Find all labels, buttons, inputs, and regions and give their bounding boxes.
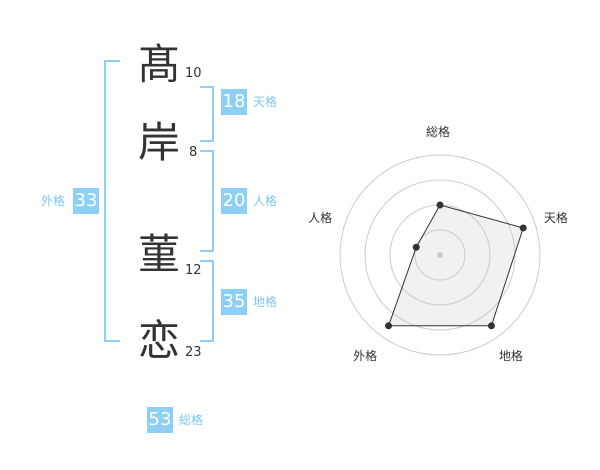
- soukaku-label: 総格: [179, 413, 204, 427]
- jinkaku-bracket: [200, 150, 214, 252]
- stroke-count-1: 10: [185, 66, 202, 81]
- name-char-3: 菫: [137, 230, 180, 279]
- tenkaku-label: 天格: [253, 95, 278, 109]
- jinkaku-label: 人格: [253, 194, 278, 208]
- radar-point-4: [385, 322, 393, 330]
- chikaku-badge: 35: [221, 289, 247, 315]
- radar-axis-label-5: 人格: [308, 210, 333, 225]
- jinkaku-badge: 20: [221, 188, 247, 214]
- chikaku-label: 地格: [253, 295, 278, 309]
- radar-axis-label-1: 総格: [426, 125, 451, 139]
- gaikaku-label: 外格: [41, 194, 66, 208]
- soukaku-badge: 53: [147, 407, 173, 433]
- stroke-count-2: 8: [189, 145, 198, 160]
- radar-point-2: [519, 224, 527, 232]
- tenkaku-bracket: [200, 86, 214, 142]
- radar-point-5: [412, 243, 420, 251]
- radar-axis-label-4: 外格: [353, 349, 378, 364]
- radar-polygon: [387, 204, 524, 327]
- stroke-count-3: 12: [185, 263, 202, 278]
- name-char-2: 岸: [137, 118, 180, 167]
- radar-axis-label-2: 天格: [543, 210, 568, 225]
- radar-point-3: [487, 322, 495, 330]
- radar-ring-1: [414, 229, 466, 281]
- name-char-1: 髙: [137, 40, 180, 89]
- radar-axis-label-3: 地格: [498, 349, 523, 364]
- radar-center: [437, 252, 443, 258]
- radar-ring-3: [364, 179, 516, 331]
- name-char-4: 恋: [137, 316, 180, 365]
- radar-chart: 総格天格地格 外格 人格: [300, 100, 590, 363]
- gaikaku-bracket: [104, 60, 120, 342]
- tenkaku-badge: 18: [221, 89, 247, 115]
- gaikaku-badge: 33: [73, 188, 99, 214]
- radar-point-1: [436, 201, 444, 209]
- chikaku-bracket: [200, 260, 214, 342]
- radar-svg: [339, 154, 541, 356]
- stroke-count-4: 23: [185, 345, 202, 360]
- radar-ring-4: [339, 154, 541, 356]
